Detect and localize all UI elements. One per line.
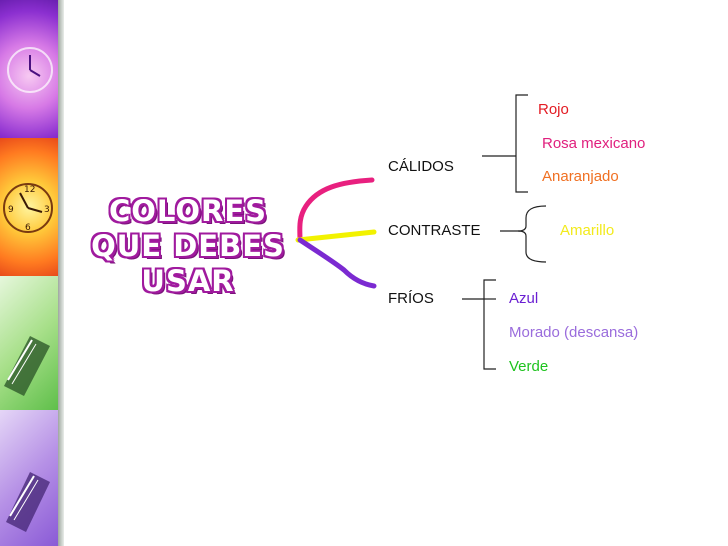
item-anaranjado: Anaranjado (542, 168, 619, 185)
title-line-3: USAR (141, 264, 235, 298)
item-rosa-mexicano: Rosa mexicano (542, 135, 646, 152)
item-rojo: Rojo (538, 101, 569, 118)
main-brace-upper (297, 177, 375, 243)
book-tile-green (0, 276, 58, 410)
item-morado: Morado (descansa) (509, 324, 639, 341)
svg-text:6: 6 (25, 223, 31, 233)
title-line-2: QUE DEBES (91, 229, 285, 263)
book-tile-purple (0, 410, 58, 546)
item-verde: Verde (509, 358, 549, 375)
svg-text:9: 9 (8, 205, 14, 215)
clock-icon (7, 47, 53, 93)
clock-tile-orange: 12 9 3 6 (0, 138, 58, 276)
contraste-brace (500, 205, 547, 263)
decorative-image-strip: 12 9 3 6 (0, 0, 58, 546)
svg-text:12: 12 (24, 185, 35, 195)
category-calidos: CÁLIDOS (388, 158, 454, 175)
diagram-title: COLORES QUE DEBES USAR (90, 194, 286, 299)
clock-icon: 12 9 3 6 (3, 183, 53, 233)
item-amarillo: Amarillo (560, 222, 615, 239)
book-icon (6, 472, 50, 532)
calidos-bracket (482, 94, 528, 193)
clock-tile-purple (0, 0, 58, 138)
category-frios: FRÍOS (388, 290, 434, 307)
item-azul: Azul (509, 290, 539, 307)
frios-bracket (462, 279, 496, 370)
category-contraste: CONTRASTE (388, 222, 481, 239)
svg-text:3: 3 (44, 205, 50, 215)
main-brace-lower (297, 237, 377, 289)
title-line-1: COLORES (108, 194, 268, 228)
strip-divider (58, 0, 64, 546)
book-icon (4, 336, 50, 396)
main-brace-middle (295, 229, 377, 243)
